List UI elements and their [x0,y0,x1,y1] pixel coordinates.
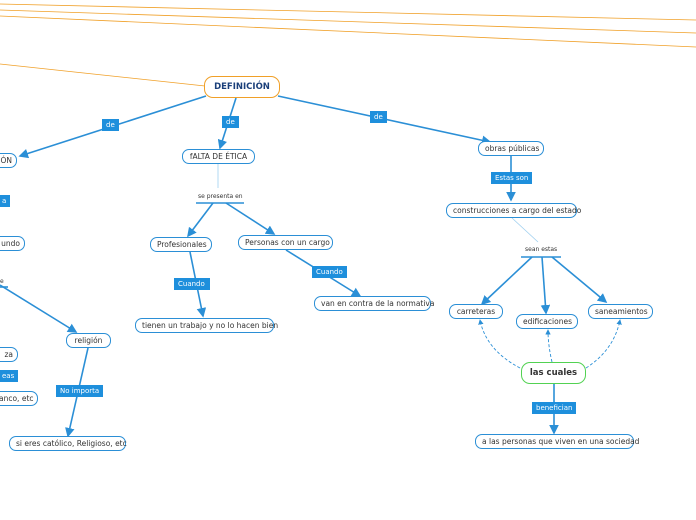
definicion-node[interactable]: DEFINICIÓN [204,76,280,98]
religion-node[interactable]: religión [66,333,111,348]
saneamientos-node[interactable]: saneamientos [588,304,653,319]
estas-son-tag: Estas son [491,172,533,184]
left-eas-tag: eas [0,370,19,382]
carreteras-node[interactable]: carreteras [449,304,503,319]
de-tag-right: de [370,111,387,123]
se-presenta-en-label: se presenta en [198,193,243,200]
personas-cargo-node[interactable]: Personas con un cargo [238,235,333,250]
sean-estas-label: sean estas [525,246,558,253]
left-anco-node[interactable]: anco, etc [0,391,38,406]
dashed-connectors [478,319,622,369]
de-tag-left: de [102,119,119,131]
left-undo-node[interactable]: undo [0,236,25,251]
left-za-node[interactable]: za [0,347,18,362]
left-a-tag: a [0,195,11,207]
left-cut-node[interactable]: ÓN [0,153,17,168]
obras-publicas-node[interactable]: obras públicas [478,141,544,156]
las-cuales-node[interactable]: las cuales [521,362,586,384]
profesionales-node[interactable]: Profesionales [150,237,212,252]
orange-connector-lines [0,3,696,87]
thin-connector-2 [511,217,539,243]
construcciones-node[interactable]: construcciones a cargo del estado [446,203,581,218]
si-eres-node[interactable]: si eres católico, Religioso, etc [9,436,127,451]
de-tag-mid: de [222,116,239,128]
cuando-tag-2: Cuando [312,266,347,278]
left-e-label: e [0,278,4,285]
edificaciones-node[interactable]: edificaciones [516,314,578,329]
benefician-tag: benefician [532,402,577,414]
tienen-trabajo-node[interactable]: tienen un trabajo y no lo hacen bien [135,318,278,333]
a-las-personas-node[interactable]: a las personas que viven en una sociedad [475,434,639,449]
van-en-contra-node[interactable]: van en contra de la normativa [314,296,434,311]
no-importa-tag: No importa [56,385,104,397]
cuando-tag-1: Cuando [174,278,210,290]
falta-etica-node[interactable]: fALTA DE ÉTICA [182,149,255,164]
